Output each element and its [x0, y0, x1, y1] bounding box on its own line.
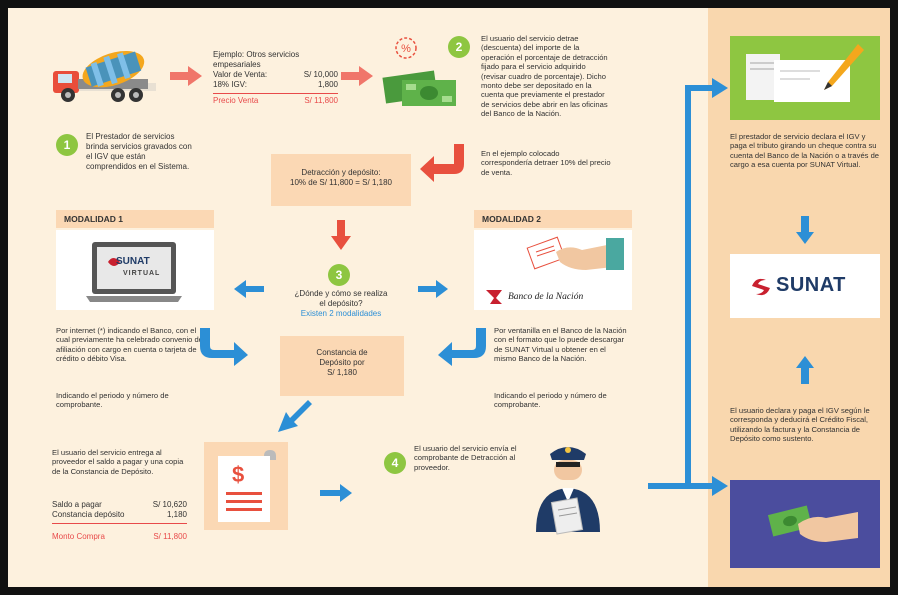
step2-text: El usuario del servicio detrae (descuent… — [481, 34, 608, 119]
laptop-sunat-icon — [86, 242, 182, 302]
arrow-down-left-icon — [278, 400, 314, 432]
step-number: 2 — [448, 36, 470, 58]
step4-text: El usuario del servicio envía el comprob… — [414, 444, 517, 472]
example-block: Ejemplo: Otros servicios empesariales Va… — [213, 50, 338, 106]
curved-arrow-icon — [420, 144, 464, 182]
modalidad2-header: MODALIDAD 2 — [474, 210, 632, 228]
curved-arrow-icon — [438, 328, 486, 366]
modalidad2-text2: Indicando el periodo y número de comprob… — [494, 391, 607, 410]
example-row: 18% IGV:1,800 — [213, 80, 338, 89]
svg-text:%: % — [401, 43, 411, 55]
hand-receipt-icon — [526, 236, 624, 270]
step3-question: ¿Dónde y cómo se realiza el depósito? — [294, 289, 388, 308]
step-number: 1 — [56, 134, 78, 156]
example-row: Valor de Venta:S/ 10,000 — [213, 70, 338, 79]
modalidad1-text2: Indicando el periodo y número de comprob… — [56, 391, 169, 410]
money-percent-icon: % — [382, 37, 456, 106]
arrow-right-icon — [418, 280, 448, 298]
arrow-right-icon — [341, 66, 373, 86]
modalidad1-header: MODALIDAD 1 — [56, 210, 214, 228]
infographic: Ejemplo: Otros servicios empesariales Va… — [8, 8, 890, 587]
dollar-receipt-icon: $ — [218, 450, 276, 522]
arrow-down-icon — [331, 220, 351, 250]
bank-logo-icon — [486, 290, 502, 304]
step1-text: El Prestador de servicios brinda servici… — [86, 132, 192, 171]
officer-icon — [536, 447, 600, 535]
sunat-logo: SUNAT — [116, 256, 150, 267]
right-bottom-text: El usuario declara y paga el IGV según l… — [730, 406, 870, 444]
step2-example-text: En el ejemplo colocado correspondería de… — [481, 149, 611, 177]
connector-arrow-icon — [648, 78, 728, 496]
curved-arrow-icon — [200, 328, 248, 366]
hand-money-icon — [767, 505, 858, 542]
arrow-left-icon — [234, 280, 264, 298]
arrow-right-icon — [170, 66, 202, 86]
bottom-left-text: El usuario del servicio entrega al prove… — [52, 448, 184, 476]
svg-text:$: $ — [232, 462, 244, 487]
example-title: Ejemplo: Otros servicios empesariales — [213, 50, 300, 69]
cheque-pen-icon — [746, 44, 864, 102]
cement-truck-icon — [53, 50, 156, 102]
arrow-up-icon — [796, 356, 814, 384]
arrow-down-icon — [796, 216, 814, 244]
sunat-swoosh-icon — [752, 278, 770, 296]
constancia-box: Constancia de Depósito por S/ 1,180 — [280, 336, 404, 396]
modalidad2-text: Por ventanilla en el Banco de la Nación … — [494, 326, 627, 364]
right-top-text: El prestador de servicio declara el IGV … — [730, 132, 880, 170]
sunat-logo: SUNAT — [776, 274, 846, 296]
sunat-virtual-label: VIRTUAL — [123, 270, 161, 277]
step-number: 3 — [328, 264, 350, 286]
step-number: 4 — [384, 452, 406, 474]
bank-name: Banco de la Nación — [508, 292, 584, 302]
modalidad1-text: Por internet (*) indicando el Banco, con… — [56, 326, 203, 364]
detraccion-box: Detracción y depósito: 10% de S/ 11,800 … — [271, 154, 411, 206]
step3-link: Existen 2 modalidades — [300, 309, 382, 318]
arrow-right-icon — [320, 484, 352, 502]
